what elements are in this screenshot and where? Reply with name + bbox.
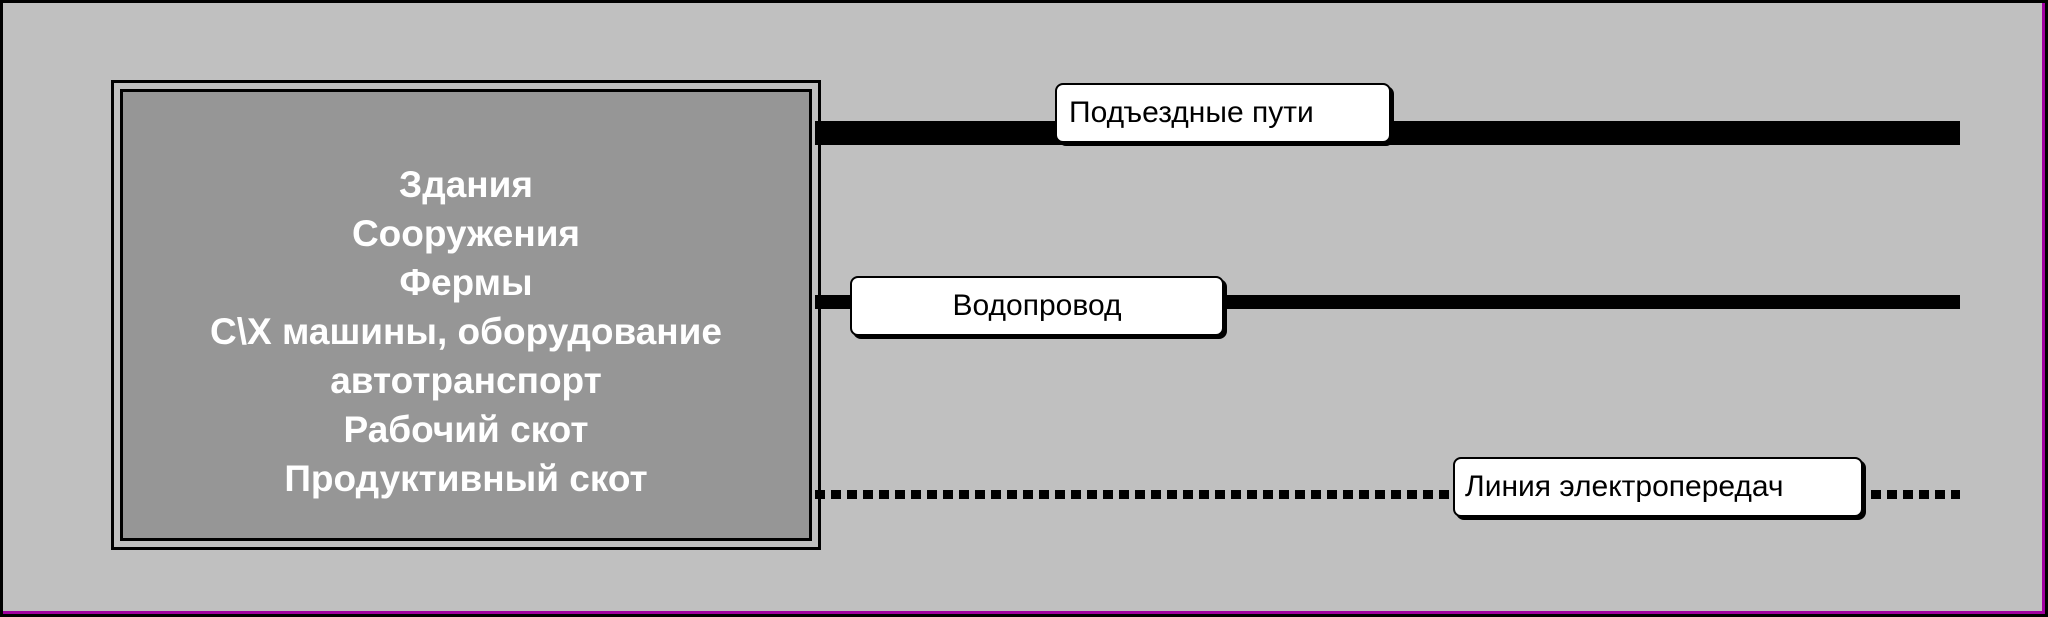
- asset-machinery: С\Х машины, оборудование: [210, 311, 722, 352]
- asset-working-livestock: Рабочий скот: [343, 409, 589, 450]
- assets-box: Здания Сооружения Фермы С\Х машины, обор…: [111, 80, 821, 550]
- asset-buildings: Здания: [399, 164, 533, 205]
- asset-productive-livestock: Продуктивный скот: [284, 458, 648, 499]
- water-label: Водопровод: [850, 276, 1224, 336]
- asset-structures: Сооружения: [351, 213, 581, 254]
- power-label: Линия электропередач: [1453, 457, 1863, 517]
- roads-label: Подъездные пути: [1055, 83, 1391, 143]
- power-connector-line: [815, 490, 1960, 499]
- assets-box-inner: Здания Сооружения Фермы С\Х машины, обор…: [120, 89, 812, 541]
- asset-farms: Фермы: [399, 262, 533, 303]
- asset-vehicles: автотранспорт: [330, 360, 602, 401]
